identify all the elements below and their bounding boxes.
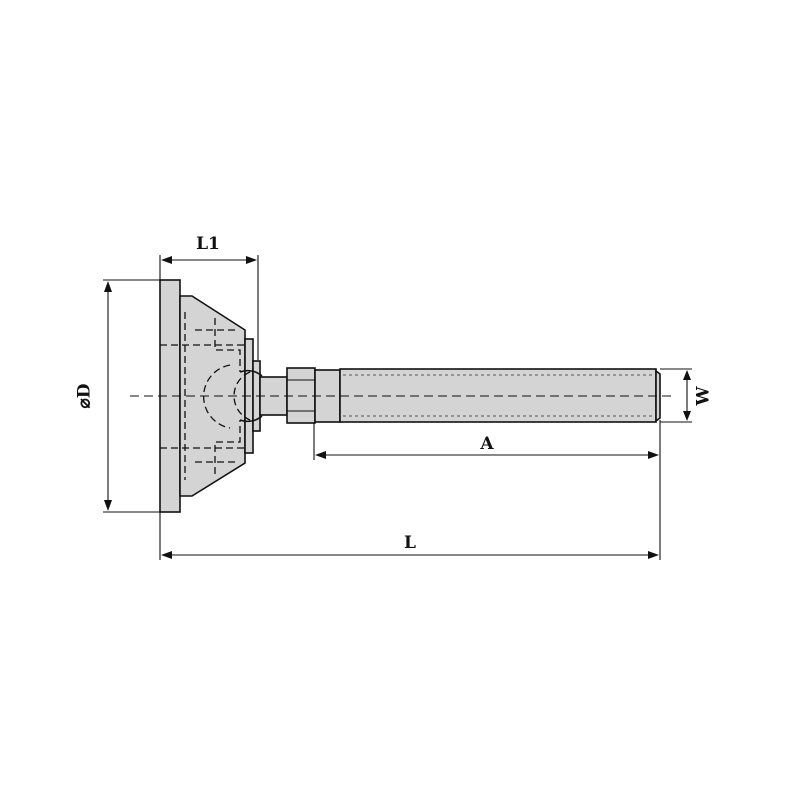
- base-length-label: L1: [196, 234, 220, 254]
- dimension-thread-size: [660, 368, 692, 423]
- diameter-label: ⌀D: [75, 383, 95, 408]
- dimension-thread-length: [313, 420, 661, 460]
- dimension-overall-length: [159, 460, 661, 560]
- dimension-diameter: [103, 279, 160, 513]
- base-pad: [159, 279, 261, 513]
- overall-length-label: L: [404, 533, 416, 553]
- dimension-base-length: [159, 255, 259, 360]
- base-hidden-lines: [160, 312, 245, 480]
- thread-length-label: A: [479, 434, 494, 454]
- thread-size-label: W: [694, 386, 714, 407]
